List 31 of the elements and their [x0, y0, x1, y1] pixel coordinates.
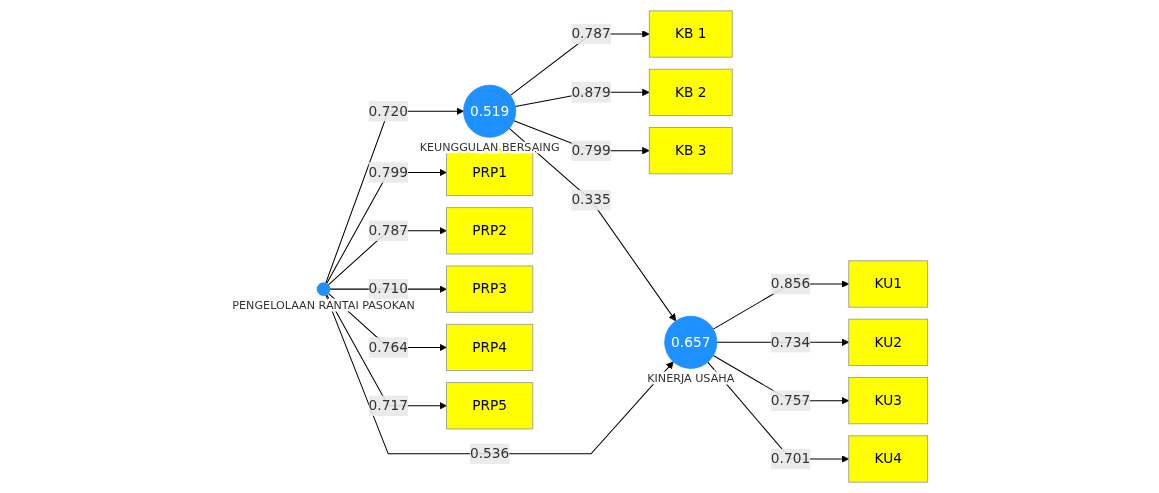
node-box: PRP3: [445, 265, 533, 313]
node-box: KU1: [847, 260, 928, 308]
edge-label: 0.536: [469, 445, 509, 462]
edge-label: 0.757: [770, 392, 810, 409]
edge-label: 0.701: [770, 450, 810, 467]
edge-label: 0.720: [368, 102, 408, 119]
node-circle: 0.657: [663, 315, 717, 369]
node-box: KB 3: [648, 127, 733, 175]
edge-label: 0.717: [368, 397, 408, 414]
node-box: KB 1: [648, 10, 733, 58]
edge-label: 0.799: [368, 163, 408, 181]
edge-label: 0.734: [770, 333, 810, 351]
node-circle: [316, 282, 330, 296]
node-box: KU2: [847, 318, 928, 366]
edge-label: 0.799: [570, 142, 611, 159]
edge-label: 0.879: [570, 83, 611, 101]
edge-label: 0.335: [570, 191, 611, 208]
node-box: KU4: [847, 435, 928, 483]
edge-label: 0.787: [570, 25, 611, 42]
edge-label: 0.764: [368, 338, 408, 356]
node-box: KU3: [847, 377, 928, 425]
arrow: [508, 127, 676, 322]
node-box: KB 2: [648, 68, 733, 116]
node-circle: 0.519: [462, 84, 516, 138]
node-box: PRP2: [445, 207, 533, 255]
node-box: PRP4: [445, 323, 533, 372]
node-box: PRP5: [445, 382, 533, 430]
arrow: [706, 361, 849, 463]
edge-label: 0.710: [368, 280, 408, 297]
edge-label: 0.856: [770, 275, 810, 292]
edge-label: 0.787: [368, 222, 408, 239]
